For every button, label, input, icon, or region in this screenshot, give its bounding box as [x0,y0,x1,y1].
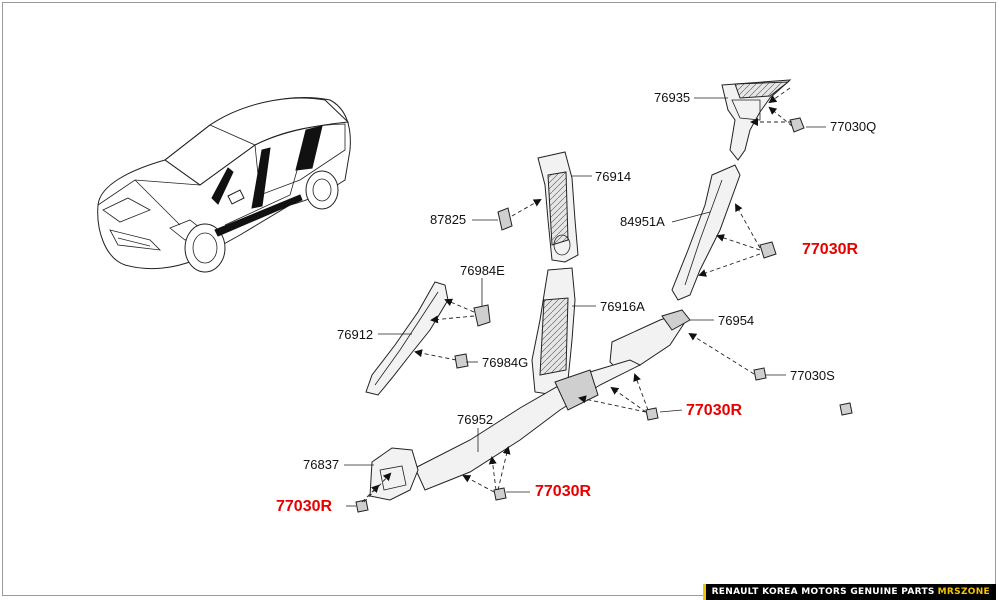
clip-77030Q [789,117,805,133]
label-77030Q: 77030Q [830,119,876,134]
label-77030S: 77030S [790,368,835,383]
label-77030R-upper: 77030R [802,241,858,258]
clip-loose [839,402,853,416]
label-76912: 76912 [337,327,373,342]
clip-77030R-lower [493,487,507,501]
label-76952: 76952 [457,412,493,427]
car-illustration [97,97,351,273]
footer-banner: RENAULT KOREA MOTORS GENUINE PARTS MRSZO… [702,584,996,600]
label-87825: 87825 [430,212,466,227]
clip-76984E [473,304,491,327]
clip-77030R-upper [759,241,777,259]
part-76952 [414,359,642,491]
dashed-arrows [361,87,793,503]
label-76954: 76954 [718,313,754,328]
label-76916A: 76916A [600,299,645,314]
clip-87825 [497,207,513,231]
clip-77030R-bottom-left [355,499,369,513]
part-76916A [531,267,576,396]
label-76984G: 76984G [482,355,528,370]
clip-76984G [454,353,469,369]
label-76984E: 76984E [460,263,505,278]
label-76935: 76935 [654,90,690,105]
clip-77030R-middle [645,407,659,421]
label-76837: 76837 [303,457,339,472]
clip-77030S [753,367,767,381]
part-76935 [721,79,792,161]
label-77030R-middle: 77030R [686,402,742,419]
label-84951A: 84951A [620,214,665,229]
label-76914: 76914 [595,169,631,184]
part-76914 [537,151,579,263]
part-84951A [671,164,741,301]
part-76837 [369,447,419,501]
footer-brand: RENAULT KOREA MOTORS GENUINE PARTS [711,587,935,597]
leader-lines [344,97,826,507]
part-76912 [365,281,449,396]
footer-site: MRSZONE [937,587,990,597]
label-77030R-lower: 77030R [535,483,591,500]
label-77030R-bottom-left: 77030R [276,498,332,515]
